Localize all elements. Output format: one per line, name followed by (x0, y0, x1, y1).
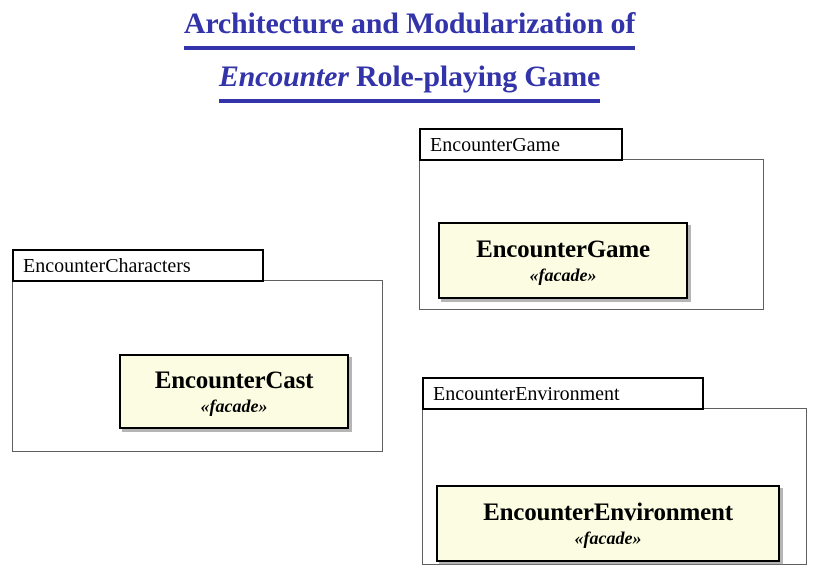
page-title-line-2-rest: Role-playing Game (348, 60, 601, 93)
package-tab-encountergame[interactable]: EncounterGame (419, 128, 623, 161)
class-box-encountercast[interactable]: EncounterCast «facade» (119, 354, 349, 429)
package-tab-label-encounterenvironment: EncounterEnvironment (433, 382, 620, 405)
class-name-encountercast: EncounterCast (154, 366, 314, 394)
class-box-encountergame[interactable]: EncounterGame «facade» (438, 222, 688, 299)
page-title-line-1: Architecture and Modularization of (0, 3, 819, 50)
class-name-encounterenvironment: EncounterEnvironment (483, 498, 733, 526)
page-title-line-1-text: Architecture and Modularization of (183, 3, 635, 50)
class-name-encountergame: EncounterGame (476, 235, 650, 263)
page-title-line-2: Encounter Role-playing Game (0, 56, 819, 103)
page-title-line-2-text: Encounter Role-playing Game (218, 56, 601, 103)
page-title: Architecture and Modularization of Encou… (0, 0, 819, 103)
class-stereotype-encountercast: «facade» (200, 395, 268, 416)
class-stereotype-encountergame: «facade» (529, 264, 597, 285)
class-box-encounterenvironment[interactable]: EncounterEnvironment «facade» (436, 485, 780, 562)
package-tab-encounterenvironment[interactable]: EncounterEnvironment (422, 377, 704, 410)
package-body-encounterenvironment: EncounterEnvironment «facade» (422, 408, 807, 565)
package-tab-encountercharacters[interactable]: EncounterCharacters (12, 249, 264, 282)
package-body-encountercharacters: EncounterCast «facade» (12, 280, 383, 452)
package-body-encountergame: EncounterGame «facade» (419, 159, 764, 310)
package-tab-label-encountergame: EncounterGame (430, 133, 560, 156)
class-stereotype-encounterenvironment: «facade» (574, 527, 642, 548)
package-tab-label-encountercharacters: EncounterCharacters (23, 254, 191, 277)
page-title-emphasis: Encounter (218, 60, 349, 93)
